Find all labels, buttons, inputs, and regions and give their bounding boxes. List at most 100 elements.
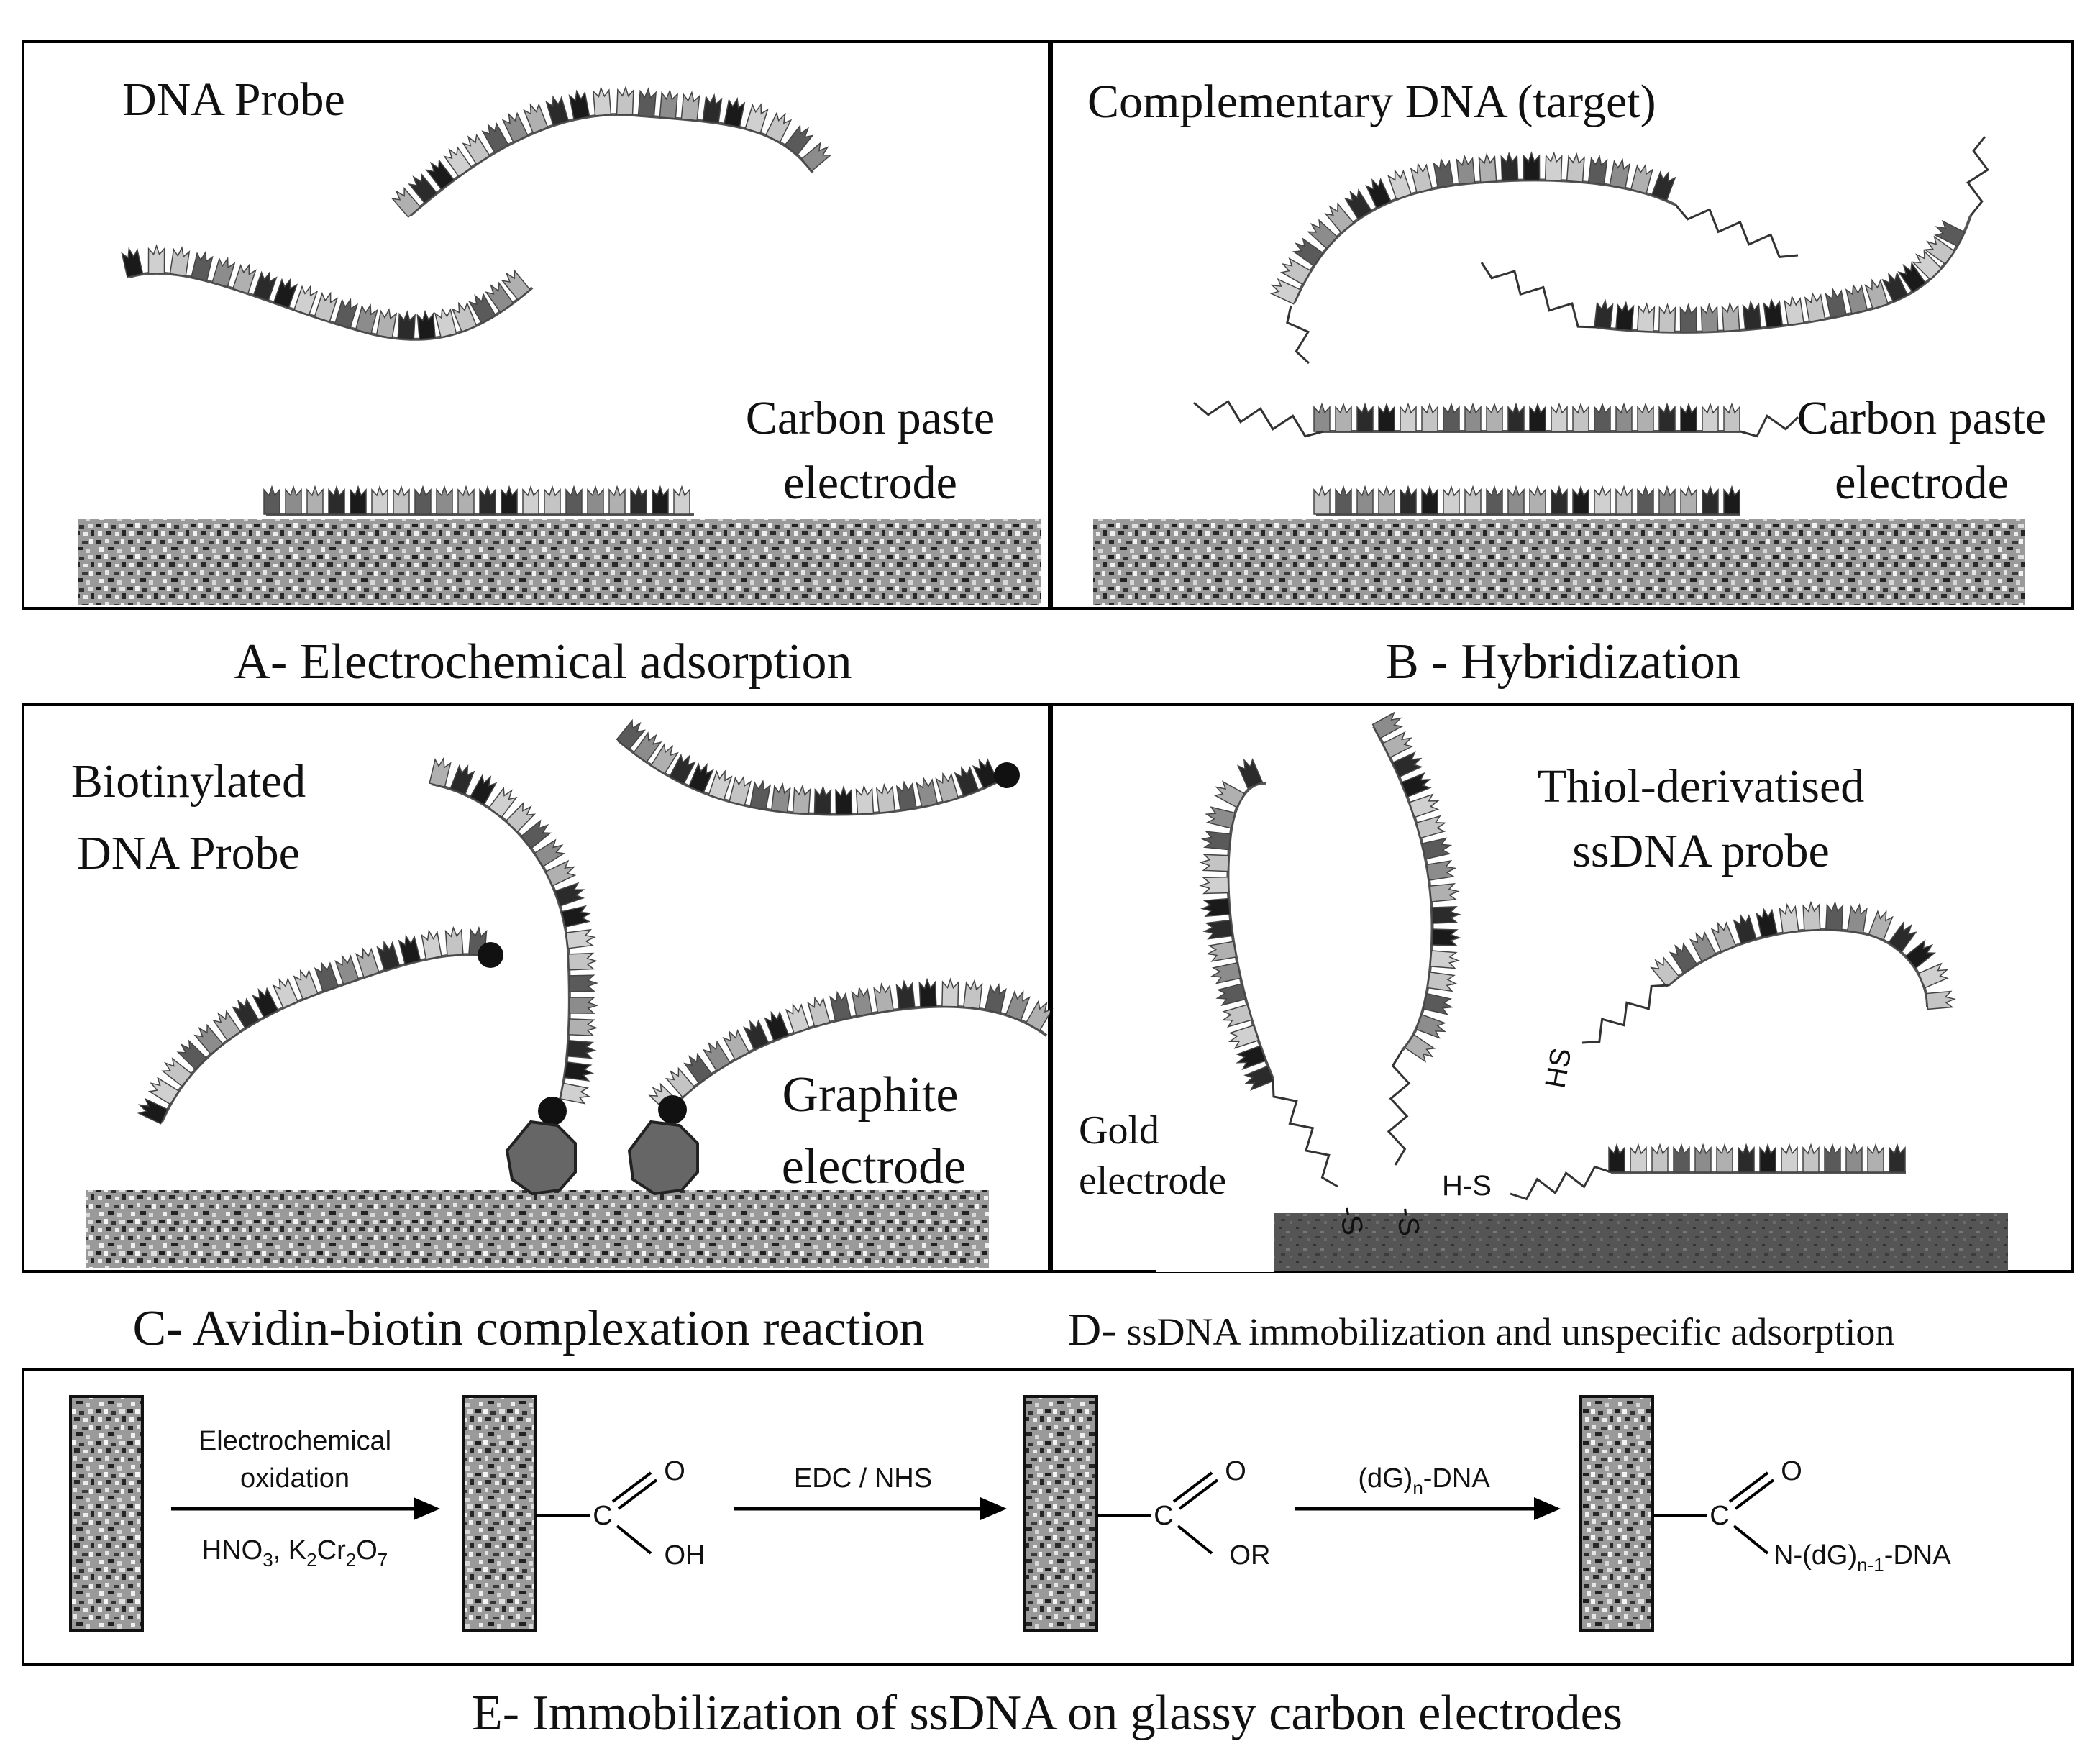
glassy-carbon-electrode-2 [462, 1395, 537, 1632]
nucleotide-base [1415, 1013, 1446, 1039]
nucleotide-bases [1650, 900, 1956, 1010]
nucleotide-base [193, 1023, 224, 1055]
amide-group: C O N-(dG)n-1-DNA [1653, 1456, 1951, 1576]
ester-group: C O OR [1097, 1456, 1271, 1571]
nucleotide-base [1572, 402, 1589, 432]
arrow-oxidation [171, 1497, 440, 1520]
nucleotide-base [566, 1039, 597, 1059]
nucleotide-base [1478, 152, 1497, 183]
nucleotide-bases [1371, 711, 1461, 1063]
nucleotide-base [1343, 188, 1373, 220]
nucleotide-bases [1313, 485, 1740, 515]
nucleotide-base [813, 785, 832, 815]
nucleotide-base [252, 270, 278, 302]
nucleotide-base [485, 281, 514, 314]
nucleotide-base [1594, 402, 1611, 432]
nucleotide-base [1867, 1143, 1884, 1173]
nucleotide-base [560, 1082, 591, 1105]
nucleotide-base [1609, 157, 1631, 189]
arrow-dg-dna [1295, 1497, 1561, 1520]
nucleotide-base [673, 485, 690, 515]
nucleotide-base [1421, 485, 1438, 515]
nucleotide-base [522, 485, 539, 515]
nucleotide-base [1464, 485, 1482, 515]
nucleotide-base [669, 753, 696, 785]
nucleotide-base [1400, 772, 1432, 798]
nucleotide-base [1356, 485, 1374, 515]
nucleotide-base [680, 91, 700, 122]
nucleotide-base [501, 111, 529, 143]
nucleotide-bases [429, 757, 599, 1105]
step2-label: EDC / NHS [794, 1463, 932, 1494]
group-n-dg-dna: N-(dG)n-1-DNA [1774, 1540, 1951, 1576]
nucleotide-base [505, 802, 537, 833]
atom-o-1: O [664, 1456, 685, 1486]
nucleotide-base [232, 263, 257, 295]
step3-dg: (dG) [1358, 1463, 1412, 1494]
nucleotide-base [1636, 302, 1656, 332]
nucleotide-base [1443, 402, 1460, 432]
gold-label: Gold [1079, 1108, 1159, 1153]
thiol-linker-3 [1581, 984, 1669, 1044]
nucleotide-base [481, 122, 509, 154]
nucleotide-base [1702, 402, 1719, 432]
nucleotide-base [1378, 485, 1395, 515]
nucleotide-base [1723, 402, 1740, 432]
nucleotide-base [1205, 806, 1236, 829]
nucleotide-base [161, 1057, 193, 1087]
thiol-linker-1 [1272, 1078, 1338, 1188]
nucleotide-base [1500, 151, 1519, 182]
nucleotide-base [875, 782, 896, 814]
nucleotide-base [568, 974, 599, 992]
nucleotide-base [232, 997, 260, 1029]
nucleotide-base [1551, 485, 1568, 515]
nucleotide-base [1025, 1000, 1054, 1032]
thiol-derivatised-label: Thiol-derivatised [1538, 760, 1865, 813]
nucleotide-base [1658, 485, 1676, 515]
nucleotide-base [273, 278, 298, 309]
nucleotide-base [251, 987, 279, 1018]
nucleotide-base [1888, 921, 1917, 953]
nucleotide-base [355, 947, 380, 979]
nucleotide-base [567, 952, 598, 971]
panel-a-frame [22, 40, 1051, 610]
nucleotide-base [434, 307, 457, 338]
nucleotide-base [397, 310, 416, 340]
carbon-paste-label-a: Carbon paste [746, 392, 995, 444]
electrode-label-d: electrode [1079, 1159, 1226, 1203]
nucleotide-base [935, 772, 959, 803]
carbon-paste-electrode-a [78, 519, 1041, 605]
nucleotide-base [722, 1028, 750, 1061]
nucleotide-base [1410, 162, 1433, 193]
nucleotide-base [375, 308, 398, 339]
nucleotide-base [785, 1002, 810, 1034]
nucleotide-base [1845, 283, 1868, 314]
nucleotide-base [592, 86, 612, 116]
nucleotide-base [1630, 163, 1653, 194]
nucleotide-base [1779, 902, 1799, 934]
nucleotide-base [501, 485, 518, 515]
nucleotide-base [272, 977, 298, 1009]
nucleotide-base [1382, 731, 1414, 759]
nucleotide-base [1199, 854, 1229, 872]
nucleotide-base [443, 145, 473, 178]
caption-c: C- Avidin-biotin complexation reaction [133, 1301, 925, 1356]
nucleotide-base [1400, 402, 1417, 432]
nucleotide-base [895, 979, 916, 1010]
step1-label-line1: Electrochemical [198, 1426, 391, 1456]
nucleotide-base [1917, 962, 1949, 989]
nucleotide-base [1335, 485, 1352, 515]
nucleotide-base [393, 485, 410, 515]
nucleotide-base [1443, 485, 1460, 515]
nucleotide-base [1738, 1143, 1755, 1173]
nucleotide-base [829, 990, 852, 1022]
nucleotide-base [545, 859, 577, 887]
nucleotide-base [1763, 298, 1784, 329]
nucleotide-base [1608, 1143, 1625, 1173]
nucleotide-bases [263, 485, 690, 515]
nucleotide-base [1356, 402, 1374, 432]
nucleotide-base [1392, 751, 1423, 778]
target-tail-b1 [1286, 305, 1310, 365]
nucleotide-bases [137, 926, 488, 1125]
nucleotide-base [1694, 1143, 1712, 1173]
